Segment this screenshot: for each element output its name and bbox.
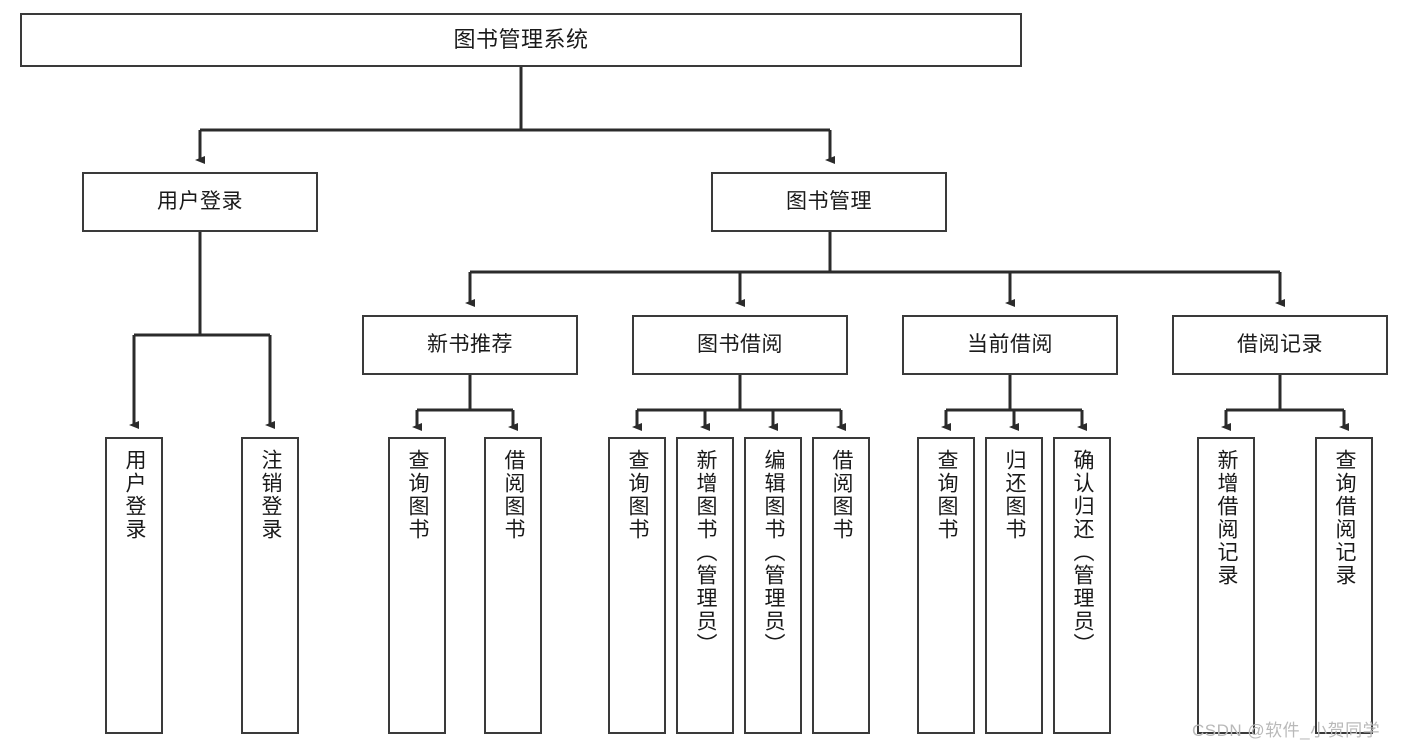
node-leaf-borrow-book-2[interactable]: 借阅图书 xyxy=(812,437,870,734)
node-book-borrow-label: 图书借阅 xyxy=(697,332,783,356)
node-root-label: 图书管理系统 xyxy=(453,27,589,53)
csdn-watermark: CSDN @软件_小贺同学 xyxy=(1192,721,1381,740)
node-book-borrow[interactable]: 图书借阅 xyxy=(632,315,848,375)
node-leaf-confirm-return-label: 确认归还（管理员） xyxy=(1071,449,1095,656)
node-leaf-logout-label: 注销登录 xyxy=(259,449,283,541)
node-leaf-query-record[interactable]: 查询借阅记录 xyxy=(1315,437,1373,734)
node-leaf-borrow-book-1-label: 借阅图书 xyxy=(502,449,526,541)
node-root[interactable]: 图书管理系统 xyxy=(20,13,1022,67)
node-leaf-borrow-book-1[interactable]: 借阅图书 xyxy=(484,437,542,734)
node-new-book-recommend[interactable]: 新书推荐 xyxy=(362,315,578,375)
node-new-book-recommend-label: 新书推荐 xyxy=(427,332,513,356)
node-leaf-confirm-return[interactable]: 确认归还（管理员） xyxy=(1053,437,1111,734)
node-book-management[interactable]: 图书管理 xyxy=(711,172,947,232)
node-leaf-query-book-3[interactable]: 查询图书 xyxy=(917,437,975,734)
node-leaf-add-record-label: 新增借阅记录 xyxy=(1215,449,1239,587)
node-leaf-query-book-3-label: 查询图书 xyxy=(935,449,959,541)
node-book-management-label: 图书管理 xyxy=(786,189,872,213)
node-leaf-add-book-label: 新增图书（管理员） xyxy=(694,449,718,656)
node-leaf-query-book-1-label: 查询图书 xyxy=(406,449,430,541)
node-leaf-query-book-2-label: 查询图书 xyxy=(626,449,650,541)
node-leaf-return-book[interactable]: 归还图书 xyxy=(985,437,1043,734)
node-leaf-add-record[interactable]: 新增借阅记录 xyxy=(1197,437,1255,734)
node-leaf-logout[interactable]: 注销登录 xyxy=(241,437,299,734)
node-borrow-record-label: 借阅记录 xyxy=(1237,332,1323,356)
node-leaf-edit-book[interactable]: 编辑图书（管理员） xyxy=(744,437,802,734)
node-user-login[interactable]: 用户登录 xyxy=(82,172,318,232)
node-borrow-record[interactable]: 借阅记录 xyxy=(1172,315,1388,375)
node-leaf-query-book-2[interactable]: 查询图书 xyxy=(608,437,666,734)
node-user-login-label: 用户登录 xyxy=(157,189,243,213)
node-leaf-user-login[interactable]: 用户登录 xyxy=(105,437,163,734)
node-leaf-edit-book-label: 编辑图书（管理员） xyxy=(762,449,786,656)
node-leaf-user-login-label: 用户登录 xyxy=(123,449,147,541)
node-current-borrow[interactable]: 当前借阅 xyxy=(902,315,1118,375)
node-leaf-query-record-label: 查询借阅记录 xyxy=(1333,449,1357,587)
node-leaf-add-book[interactable]: 新增图书（管理员） xyxy=(676,437,734,734)
node-current-borrow-label: 当前借阅 xyxy=(967,332,1053,356)
node-leaf-borrow-book-2-label: 借阅图书 xyxy=(830,449,854,541)
node-leaf-query-book-1[interactable]: 查询图书 xyxy=(388,437,446,734)
node-leaf-return-book-label: 归还图书 xyxy=(1003,449,1027,541)
